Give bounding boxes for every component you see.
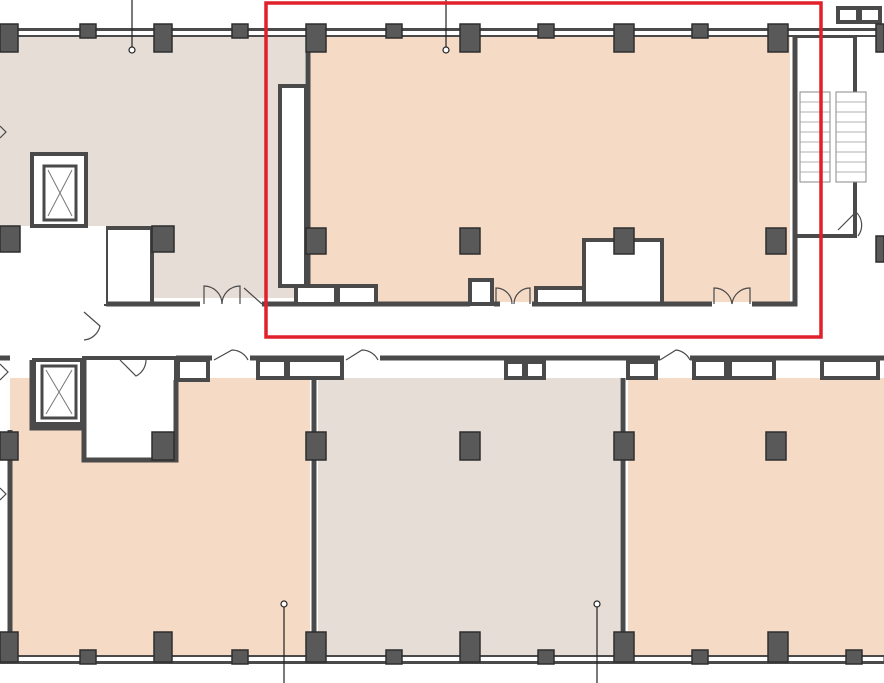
stair-icon — [799, 91, 867, 183]
leader-marker-icon — [128, 0, 601, 683]
door-swing-icon — [0, 125, 863, 501]
core-upper-left-room — [104, 226, 154, 306]
walls — [0, 28, 884, 664]
columns — [0, 6, 884, 665]
elevator-icon — [40, 164, 78, 420]
room-lower-right — [628, 378, 884, 656]
room-fills — [0, 36, 884, 656]
room-upper-center — [310, 36, 790, 302]
room-lower-center — [318, 378, 620, 656]
highlight-frame[interactable] — [264, 1, 823, 339]
slot-upper-center — [278, 84, 308, 288]
